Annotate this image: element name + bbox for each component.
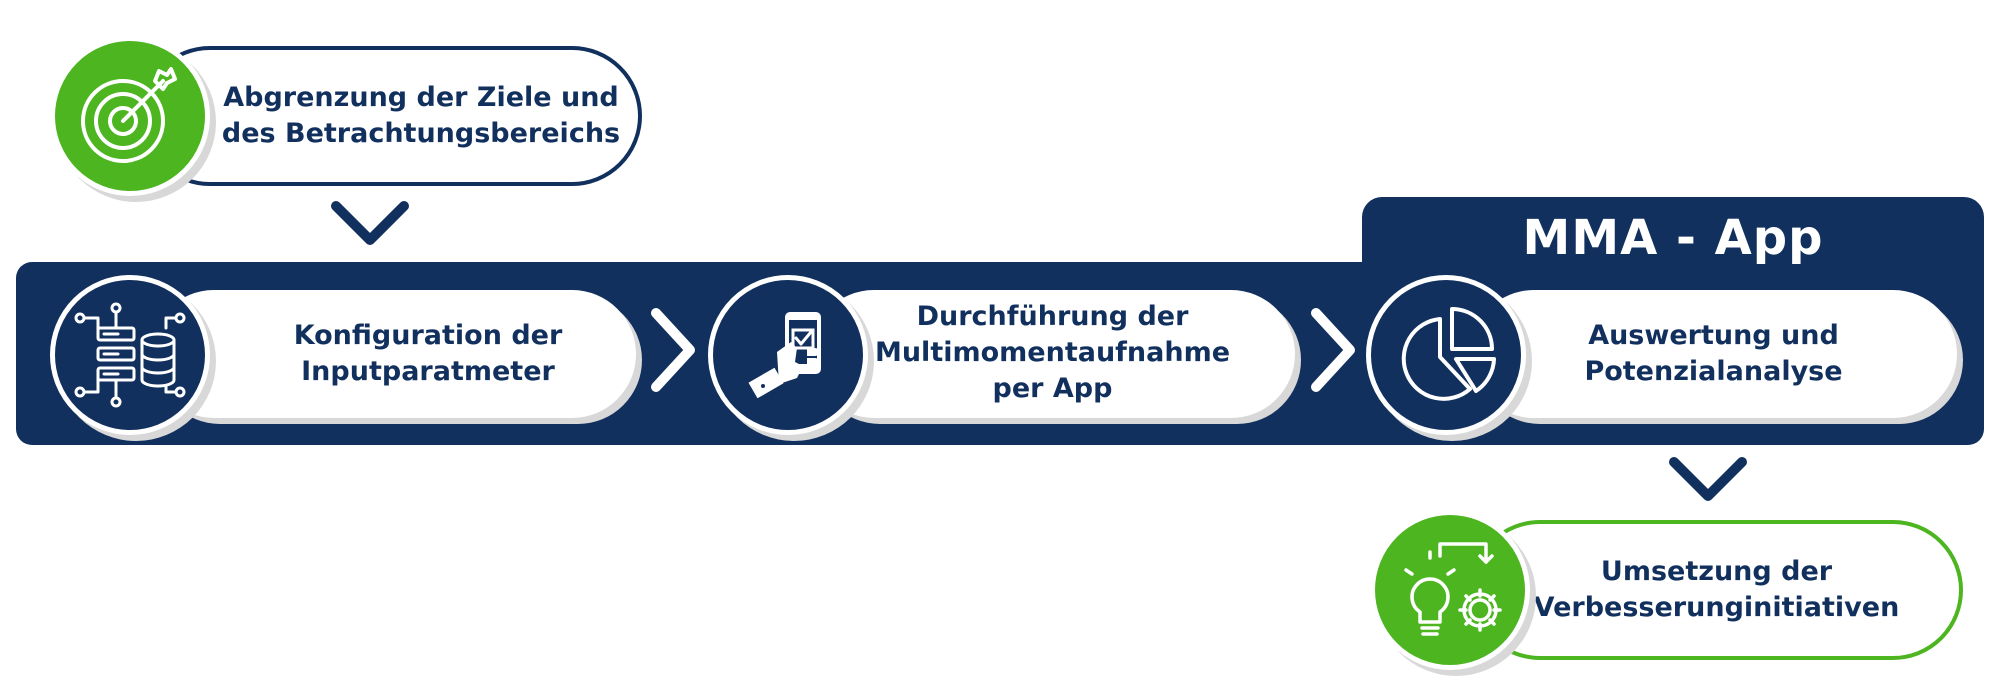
data-config-icon <box>50 275 210 435</box>
step-4-line-2: Potenzialanalyse <box>1584 356 1843 387</box>
chevron-down-icon <box>1668 456 1748 506</box>
step-5-pill: Umsetzung der Verbesserunginitiativen <box>1470 520 1963 660</box>
target-icon <box>50 36 210 196</box>
step-3-pill: Durchführung der Multimomentaufnahme per… <box>810 290 1295 418</box>
mma-app-title: MMA - App <box>1522 210 1824 266</box>
step-4-line-1: Auswertung und <box>1588 320 1839 351</box>
step-3-line-3: per App <box>992 373 1113 404</box>
step-4-pill: Auswertung und Potenzialanalyse <box>1470 290 1957 418</box>
chevron-right-icon <box>1308 305 1358 395</box>
step-3-line-1: Durchführung der <box>916 301 1189 332</box>
lightbulb-gear-icon <box>1370 510 1530 670</box>
step-1-line-1: Abgrenzung der Ziele und <box>223 82 619 113</box>
step-5-line-1: Umsetzung der <box>1600 556 1833 587</box>
step-2-pill: Konfiguration der Inputparatmeter <box>150 290 636 418</box>
step-1-pill: Abgrenzung der Ziele und des Betrachtung… <box>140 46 642 186</box>
chevron-down-icon <box>330 200 410 250</box>
step-3-line-2: Multimomentaufnahme <box>874 337 1231 368</box>
step-1-line-2: des Betrachtungsbereichs <box>221 118 621 149</box>
step-2-line-2: Inputparatmeter <box>301 356 555 387</box>
step-2-line-1: Konfiguration der <box>293 320 563 351</box>
pie-chart-icon <box>1366 275 1526 435</box>
phone-checklist-icon <box>708 275 868 435</box>
chevron-right-icon <box>648 305 698 395</box>
step-5-line-2: Verbesserunginitiativen <box>1533 592 1900 623</box>
